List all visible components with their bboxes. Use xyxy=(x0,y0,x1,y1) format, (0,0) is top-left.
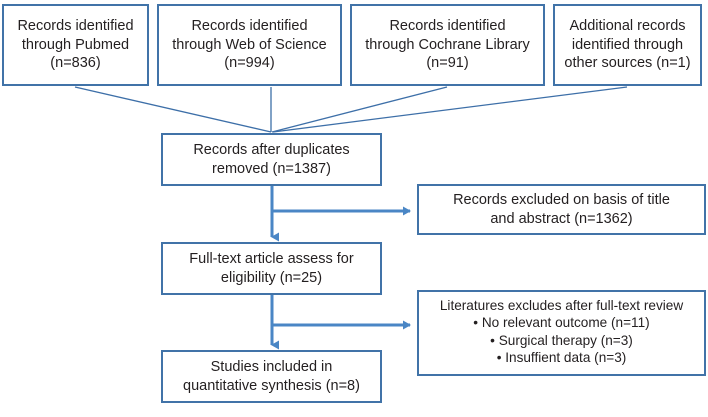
box-line: through Pubmed xyxy=(21,36,130,53)
box-line: eligibility (n=25) xyxy=(220,269,323,286)
box-line: other sources (n=1) xyxy=(564,55,691,72)
box-full-text-assessed-eligibility: Full-text article assess for eligibility… xyxy=(161,242,382,295)
box-line: removed (n=1387) xyxy=(212,160,331,177)
exclusion-reason: • Surgical therapy (n=3) xyxy=(490,332,633,348)
box-records-excluded-title-abstract: Records excluded on basis of title and a… xyxy=(417,184,706,235)
box-records-after-duplicates-removed: Records after duplicates removed (n=1387… xyxy=(161,133,382,186)
box-line: Records identified xyxy=(17,18,134,35)
box-records-web-of-science: Records identified through Web of Scienc… xyxy=(157,4,342,86)
box-records-pubmed: Records identified through Pubmed (n=836… xyxy=(2,4,149,86)
box-line: Records excluded on basis of title xyxy=(453,191,670,208)
box-records-cochrane-library: Records identified through Cochrane Libr… xyxy=(350,4,545,86)
source-converge-lines xyxy=(74,86,628,133)
box-line: Additional records xyxy=(569,18,686,35)
box-literatures-excluded-full-text-review: Literatures excludes after full-text rev… xyxy=(417,290,706,376)
box-line: Studies included in xyxy=(210,358,333,375)
exclusion-reason: • No relevant outcome (n=11) xyxy=(473,315,650,331)
box-line: Records identified xyxy=(389,18,506,35)
exclusion-reason: • Insuffient data (n=3) xyxy=(496,350,627,366)
box-line: identified through xyxy=(571,36,684,53)
box-studies-included-quantitative-synthesis: Studies included in quantitative synthes… xyxy=(161,350,382,403)
exclusion-heading: Literatures excludes after full-text rev… xyxy=(439,298,684,313)
box-line: (n=91) xyxy=(426,55,469,72)
box-line: through Web of Science xyxy=(172,36,327,53)
box-line: through Cochrane Library xyxy=(365,36,530,53)
box-line: Records identified xyxy=(191,18,308,35)
box-line: Full-text article assess for xyxy=(189,250,354,267)
box-line: Records after duplicates xyxy=(193,141,350,158)
box-records-other-sources: Additional records identified through ot… xyxy=(553,4,702,86)
box-line: and abstract (n=1362) xyxy=(490,210,633,227)
box-line: (n=836) xyxy=(50,55,101,72)
box-line: (n=994) xyxy=(224,55,275,72)
box-line: quantitative synthesis (n=8) xyxy=(183,377,360,394)
